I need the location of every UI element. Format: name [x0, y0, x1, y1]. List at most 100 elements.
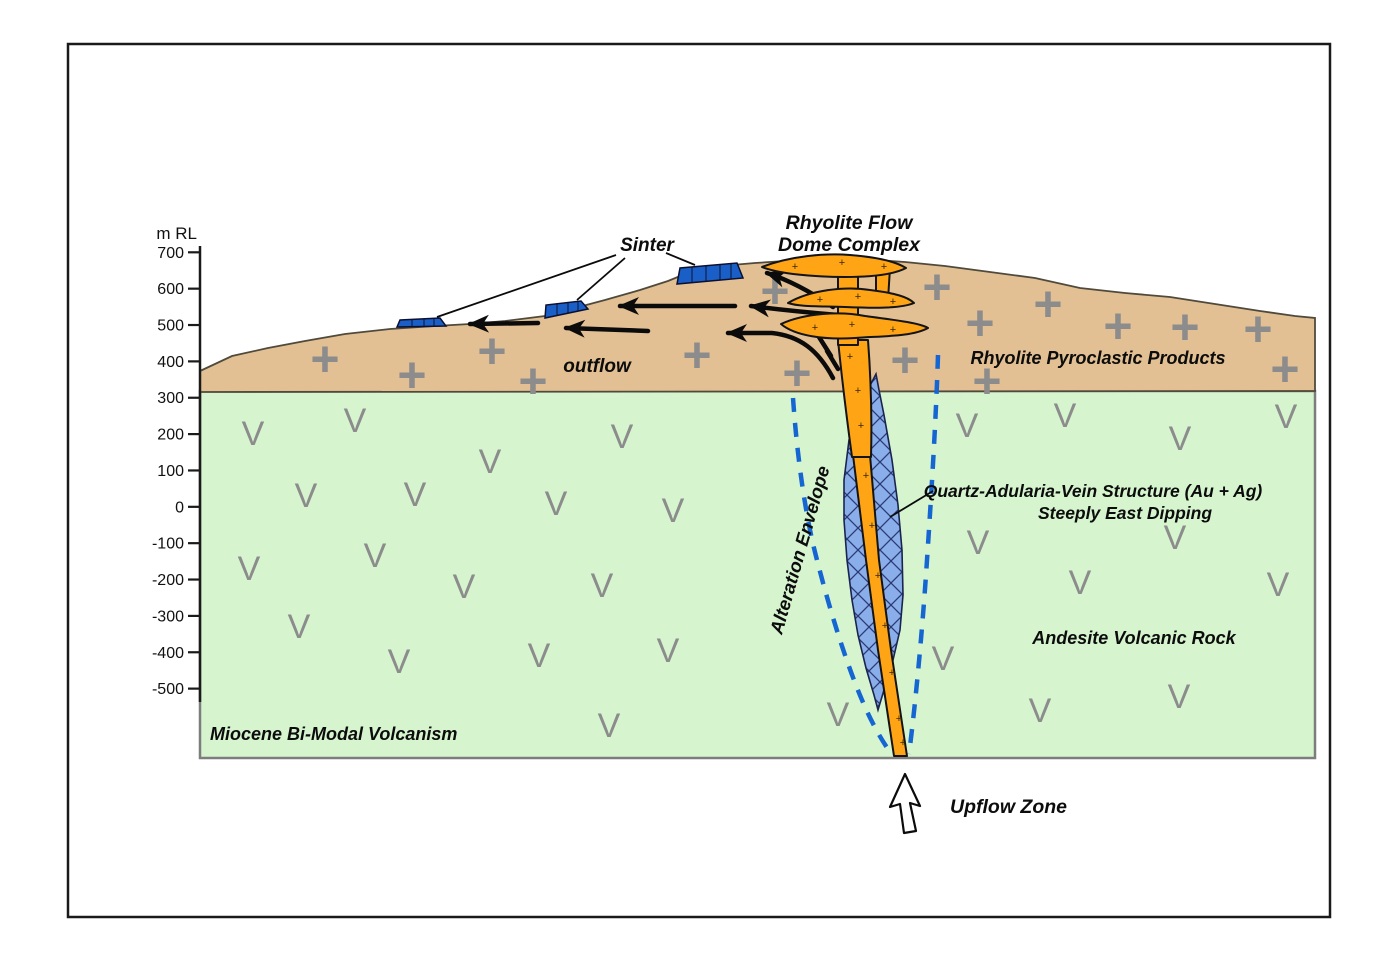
sinter-leader-west [436, 254, 617, 318]
pyroclastic-plus-symbol: + [890, 332, 919, 388]
dome-cap [761, 253, 907, 278]
dome-texture-plus-mark: + [839, 257, 845, 269]
alteration-envelope-left-line [790, 397, 892, 754]
andesite-v-symbol: V [1168, 678, 1191, 716]
andesite-label: Andesite Volcanic Rock [1031, 628, 1236, 648]
pyroclastic-plus-symbol: + [922, 259, 951, 315]
outflow-label: outflow [563, 356, 632, 377]
pyroclastic-plus-symbol: + [782, 345, 811, 401]
andesite-v-symbol: V [388, 643, 411, 681]
axis-tick-label: -300 [152, 608, 184, 625]
dome-texture-plus-mark: + [881, 261, 887, 273]
andesite-v-symbol: V [827, 696, 850, 734]
pyroclastic-plus-symbol: + [477, 323, 506, 379]
andesite-v-symbol: V [611, 418, 634, 456]
sinter-deposits [395, 262, 745, 328]
outflow-arrows [467, 270, 841, 381]
axis-unit-label: m RL [156, 224, 197, 243]
andesite-v-symbol: V [404, 476, 427, 514]
vein-label-leader [889, 490, 934, 518]
pyroclastic-plus-symbol: + [397, 347, 426, 403]
axis-tick-label: 0 [175, 499, 184, 516]
dome-texture-plus-mark: + [875, 570, 881, 582]
axis-tick-label: -200 [152, 572, 184, 589]
axis-tick-label: -500 [152, 681, 184, 698]
dome-texture-plus-mark: + [869, 520, 875, 532]
dome-texture-plus-mark: + [812, 322, 818, 334]
andesite-v-symbol: V [657, 632, 680, 670]
andesite-v-symbol: V [288, 608, 311, 646]
dome-texture-plus-mark: + [849, 319, 855, 331]
pyroclastic-plus-symbol: + [1270, 341, 1299, 397]
axis-tick-label: 700 [157, 245, 184, 262]
dome-texture-plus-mark: + [889, 667, 895, 679]
pyroclastic-plus-symbol: + [518, 353, 547, 409]
andesite-v-symbol: V [344, 402, 367, 440]
andesite-v-symbol: V [598, 707, 621, 745]
andesite-basement-block [198, 389, 1317, 760]
dome-sill-middle [787, 287, 915, 309]
pyroclastic-plus-symbol: + [1103, 298, 1132, 354]
rhyolite-dome-complex [761, 253, 929, 757]
pyroclastic-label: Rhyolite Pyroclastic Products [970, 348, 1225, 368]
andesite-v-symbol: V [364, 537, 387, 575]
sinter-leader-east [665, 252, 696, 266]
andesite-v-symbol: V [932, 640, 955, 678]
dome-texture-plus-mark: + [847, 351, 853, 363]
andesite-v-symbol: V [1054, 397, 1077, 435]
pyroclastic-plus-symbol: + [682, 327, 711, 383]
sinter-leader-middle [576, 257, 626, 301]
dome-texture-plus-mark: + [890, 324, 896, 336]
axis-tick-label: 400 [157, 354, 184, 371]
andesite-v-symbol: V [1169, 420, 1192, 458]
sinter-label: Sinter [620, 235, 675, 256]
andesite-v-symbol: V [956, 407, 979, 445]
andesite-v-symbol: V [1164, 519, 1187, 557]
dome-label-line2: Dome Complex [778, 234, 921, 256]
andesite-v-symbol: V [479, 443, 502, 481]
dome-texture-plus-mark: + [858, 420, 864, 432]
upflow-arrow-icon [888, 772, 922, 835]
feeder-neck [837, 339, 873, 458]
miocene-label: Miocene Bi-Modal Volcanism [210, 724, 457, 744]
dome-sill-lower [780, 312, 929, 340]
dome-texture-plus-mark: + [890, 296, 896, 308]
andesite-v-symbol: V [242, 415, 265, 453]
dome-texture-plus-mark: + [863, 470, 869, 482]
pyroclastic-plus-symbols: ++++++++++++++++ [310, 259, 1299, 409]
andesite-v-symbol: V [967, 524, 990, 562]
dome-texture-marks: +++++++++++++++++++ [792, 257, 906, 749]
dome-texture-plus-mark: + [900, 737, 906, 749]
pyroclastic-plus-symbol: + [1170, 299, 1199, 355]
axis-tick-label: 300 [157, 390, 184, 407]
pyroclastic-plus-symbol: + [1243, 301, 1272, 357]
dome-texture-plus-mark: + [855, 291, 861, 303]
sinter-deposit-middle [544, 300, 590, 319]
axis-ticks: 7006005004003002001000-100-200-300-400-5… [152, 245, 200, 698]
sinter-deposit-east [676, 262, 745, 285]
pyroclastic-plus-symbol: + [972, 353, 1001, 409]
alteration-envelope-right-line [906, 354, 941, 755]
vein-label-line1: Quartz-Adularia-Vein Structure (Au + Ag) [924, 481, 1263, 501]
elevation-axis: 7006005004003002001000-100-200-300-400-5… [152, 224, 202, 702]
dome-texture-plus-mark: + [896, 713, 902, 725]
andesite-v-symbol: V [545, 485, 568, 523]
andesite-v-symbol: V [591, 567, 614, 605]
axis-tick-label: 500 [157, 318, 184, 335]
axis-tick-label: -400 [152, 645, 184, 662]
pyroclastic-plus-symbol: + [1033, 276, 1062, 332]
sinter-deposit-west [395, 317, 448, 328]
dome-texture-plus-mark: + [817, 294, 823, 306]
andesite-v-symbol: V [528, 637, 551, 675]
axis-tick-label: 100 [157, 463, 184, 480]
vein-label-line2: Steeply East Dipping [1038, 503, 1212, 523]
axis-tick-label: -100 [152, 536, 184, 553]
andesite-v-symbol: V [1275, 398, 1298, 436]
dome-texture-plus-mark: + [855, 385, 861, 397]
andesite-v-symbol: V [662, 492, 685, 530]
andesite-v-symbol: V [238, 550, 261, 588]
andesite-v-symbol: V [1069, 564, 1092, 602]
